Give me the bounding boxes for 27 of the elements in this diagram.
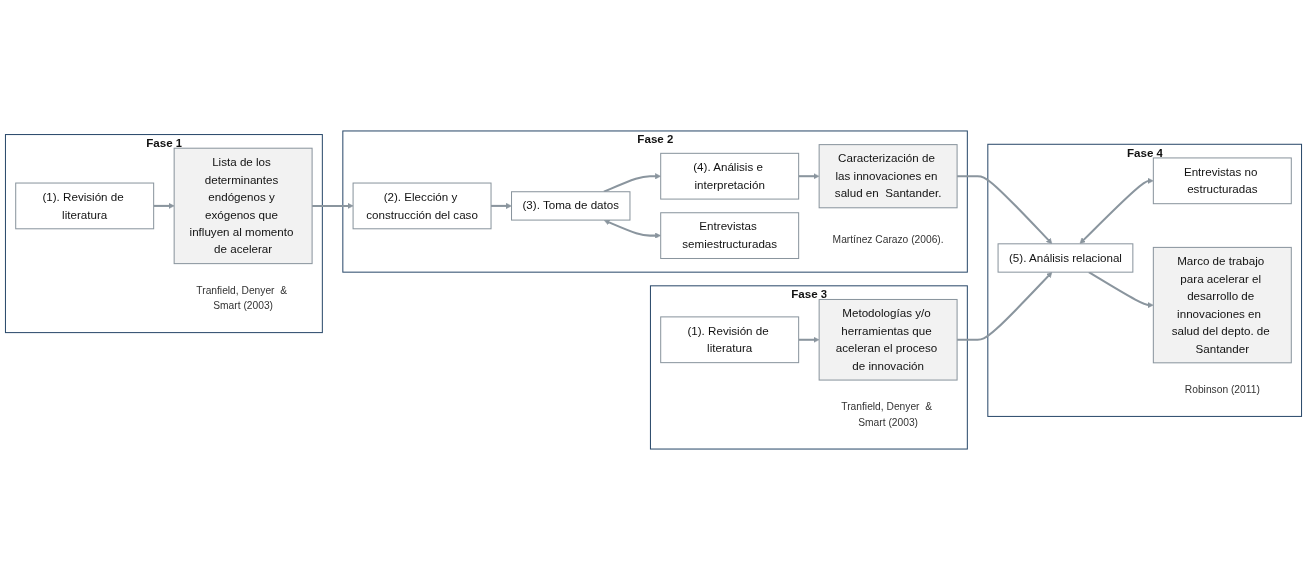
arrow <box>491 202 512 209</box>
node-label: Tranfield, Denyer & Smart (2003) <box>196 284 288 312</box>
node-box: (1). Revisión de literatura <box>15 182 155 230</box>
arrow <box>798 173 820 180</box>
node-box: Metodologías y/o herramientas que aceleran el proceso de innovación <box>818 298 958 381</box>
node-box: (3). Toma de datos <box>511 191 631 221</box>
node-box: (2). Elección y construcción del caso <box>352 182 492 230</box>
node-box: Lista de los determinantes endógenos y exógenos que influyen al momento de acelerar <box>173 147 313 265</box>
arrow <box>1079 177 1154 244</box>
node-label: Robinson (2011) <box>1184 383 1260 395</box>
node-label: Martínez Carazo (2006). <box>832 233 944 246</box>
node-box: Marco de trabajo para acelerar el desarrollo de innovaciones en salud del depto. de Santander <box>1152 246 1292 364</box>
arrow <box>957 271 1053 341</box>
arrow <box>312 202 354 209</box>
node-box: (4). Análisis e interpretación <box>660 152 800 200</box>
node-box: (5). Análisis relacional <box>997 243 1134 273</box>
arrow <box>603 219 661 239</box>
arrow <box>603 173 661 193</box>
arrow <box>153 202 175 209</box>
arrow <box>1088 271 1154 309</box>
node-box: Caracterización de las innovaciones en salud en Santander. <box>818 144 958 209</box>
arrow <box>798 336 820 343</box>
node-box: Entrevistas semiestructuradas <box>660 212 800 259</box>
arrow <box>957 175 1053 245</box>
node-box: (1). Revisión de literatura <box>660 316 800 364</box>
node-box: Entrevistas no estructuradas <box>1152 157 1292 205</box>
node-label: Tranfield, Denyer & Smart (2003) <box>841 400 933 428</box>
